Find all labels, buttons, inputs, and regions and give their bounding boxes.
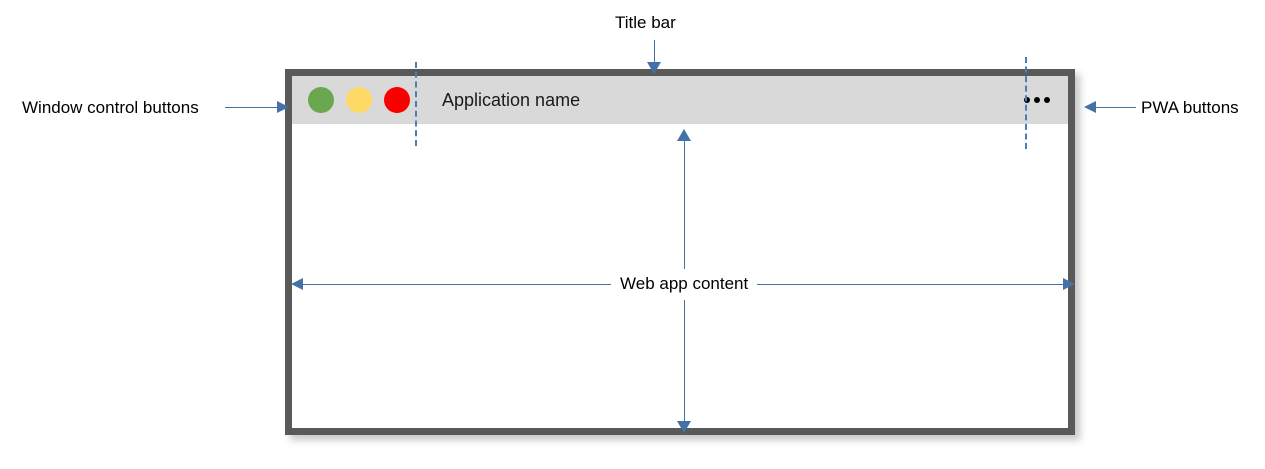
annotation-label-web-app-content: Web app content xyxy=(611,275,758,292)
annotation-label-title-bar: Title bar xyxy=(615,13,676,32)
title-bar[interactable]: Application name xyxy=(292,76,1068,124)
close-button[interactable] xyxy=(384,87,410,113)
dashed-divider-right xyxy=(1025,57,1027,149)
connector-line-content-horizontal-right xyxy=(753,284,1063,285)
connector-line-window-control-buttons xyxy=(225,107,277,108)
arrow-left-icon xyxy=(1084,101,1096,113)
ellipsis-icon[interactable] xyxy=(1024,97,1050,103)
arrow-right-icon xyxy=(277,101,289,113)
ellipsis-dot xyxy=(1024,97,1030,103)
arrow-left-icon xyxy=(291,278,303,290)
connector-line-content-vertical-bottom xyxy=(684,300,685,421)
window-control-buttons xyxy=(292,87,410,113)
arrow-up-icon xyxy=(677,129,691,141)
app-window: Application name xyxy=(285,69,1075,435)
arrow-down-icon xyxy=(647,62,661,74)
maximize-button[interactable] xyxy=(346,87,372,113)
connector-line-content-vertical-top xyxy=(684,141,685,269)
application-name: Application name xyxy=(442,89,581,110)
connector-line-content-horizontal-left xyxy=(301,284,613,285)
arrow-right-icon xyxy=(1063,278,1075,290)
connector-line-title-bar xyxy=(654,40,655,64)
dashed-divider-left xyxy=(415,62,417,146)
ellipsis-dot xyxy=(1044,97,1050,103)
ellipsis-dot xyxy=(1034,97,1040,103)
connector-line-pwa-buttons xyxy=(1096,107,1136,108)
annotation-label-pwa-buttons: PWA buttons xyxy=(1141,98,1239,117)
minimize-button[interactable] xyxy=(308,87,334,113)
arrow-down-icon xyxy=(677,421,691,433)
annotation-label-window-control-buttons: Window control buttons xyxy=(22,98,199,117)
